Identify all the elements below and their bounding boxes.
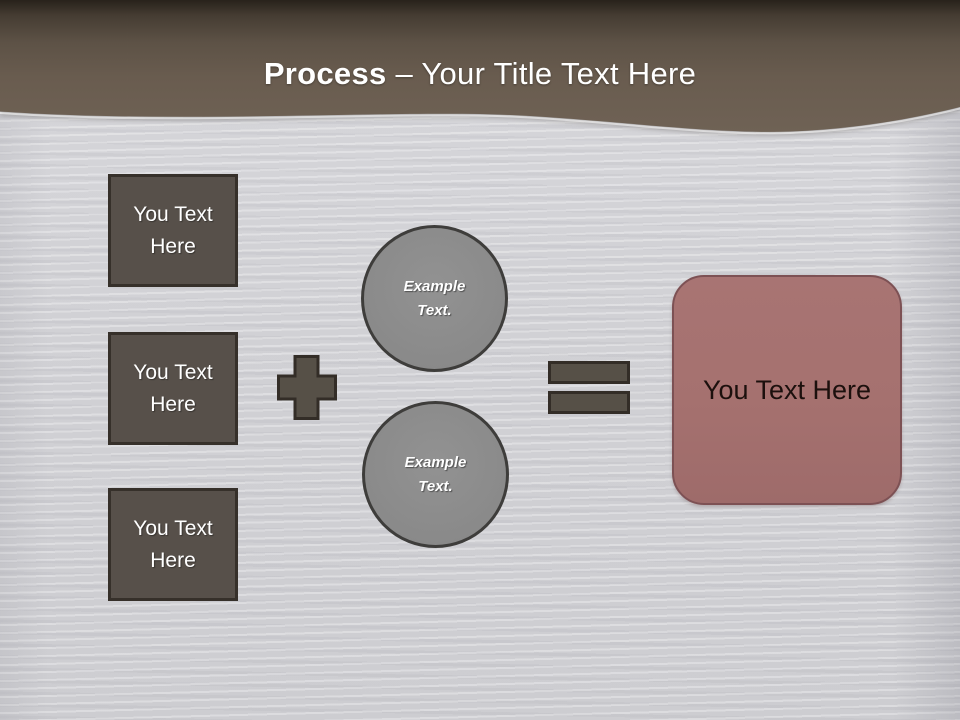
example-circle-1: Example Text.	[361, 225, 508, 372]
equals-icon	[548, 361, 630, 414]
input-box-2: You Text Here	[108, 332, 238, 445]
result-box: You Text Here	[672, 275, 902, 505]
input-box-1-label: You Text Here	[133, 203, 213, 258]
example-circle-2-label: Example Text.	[404, 454, 467, 495]
header-wave-shape	[0, 0, 960, 132]
input-box-1: You Text Here	[108, 174, 238, 287]
slide-title-subtitle: – Your Title Text Here	[386, 56, 697, 91]
slide-title: Process – Your Title Text Here	[0, 56, 960, 92]
result-box-label: You Text Here	[702, 374, 872, 405]
plus-icon	[277, 355, 337, 420]
input-box-2-label: You Text Here	[133, 361, 213, 416]
header-wave-band	[0, 0, 960, 135]
slide-title-keyword: Process	[263, 56, 387, 91]
example-circle-2: Example Text.	[362, 401, 509, 548]
input-box-3-label: You Text Here	[133, 517, 213, 572]
example-circle-1-label: Example Text.	[403, 278, 466, 319]
header-wave-highlight	[0, 107, 960, 135]
input-box-3: You Text Here	[108, 488, 238, 601]
